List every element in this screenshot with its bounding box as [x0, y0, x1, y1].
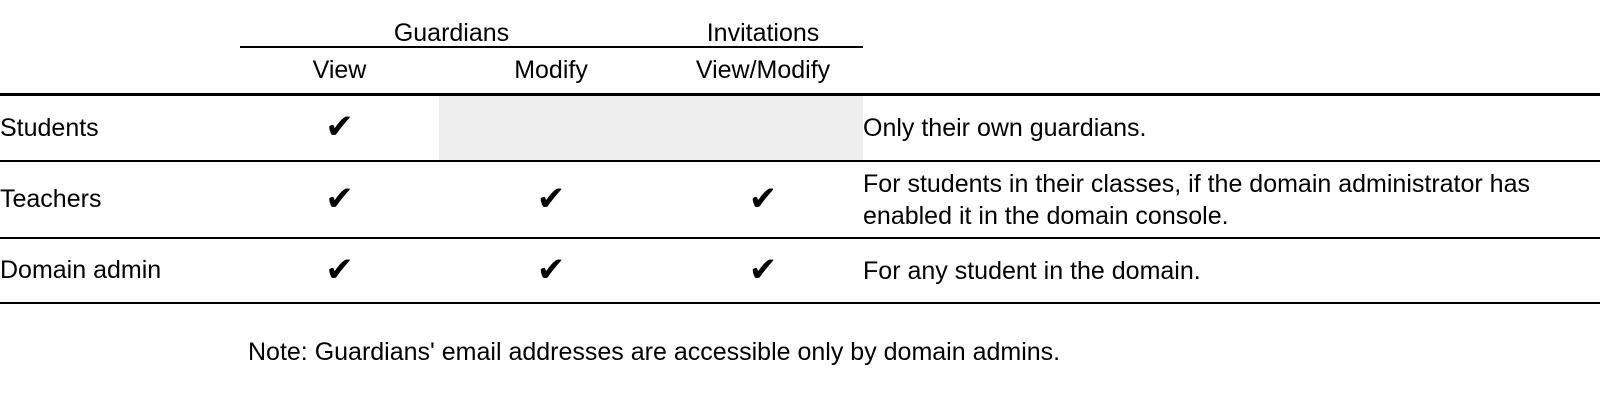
table-row-students: Students ✔ Only their own guardians. — [0, 94, 1600, 162]
check-mark-icon: ✔ — [748, 249, 778, 290]
sub-header-spacer-right — [863, 47, 1600, 96]
row-label-domain-admin: Domain admin — [0, 238, 240, 304]
cell-students-guardians-modify-disabled — [439, 94, 664, 162]
cell-domain-admin-guardians-modify: ✔ — [439, 238, 664, 304]
check-mark-icon: ✔ — [325, 107, 354, 147]
table-footnote: Note: Guardians' email addresses are acc… — [248, 338, 1061, 366]
cell-students-guardians-view: ✔ — [240, 94, 439, 162]
table-row-domain-admin: Domain admin ✔ ✔ ✔ For any student in th… — [0, 238, 1600, 304]
check-mark-icon: ✔ — [536, 249, 566, 290]
group-header-spacer-right — [863, 0, 1600, 47]
sub-header-modify: Modify — [439, 47, 664, 96]
cell-domain-admin-guardians-view: ✔ — [240, 238, 439, 304]
row-label-teachers: Teachers — [0, 161, 240, 239]
cell-teachers-note: For students in their classes, if the do… — [863, 161, 1600, 239]
cell-domain-admin-invitations: ✔ — [663, 238, 864, 304]
check-mark-icon: ✔ — [536, 178, 566, 219]
check-mark-icon: ✔ — [325, 249, 354, 290]
group-header-spacer-left — [0, 0, 240, 47]
cell-teachers-guardians-view: ✔ — [240, 161, 439, 239]
cell-students-invitations-disabled — [663, 94, 864, 162]
sub-header-view: View — [240, 47, 439, 96]
sub-header-row: View Modify View/Modify — [0, 47, 1600, 96]
cell-teachers-guardians-modify: ✔ — [439, 161, 664, 239]
table-row-teachers: Teachers ✔ ✔ ✔ For students in their cla… — [0, 161, 1600, 239]
check-mark-icon: ✔ — [325, 178, 354, 219]
row-label-students: Students — [0, 94, 240, 162]
cell-domain-admin-note: For any student in the domain. — [863, 238, 1600, 304]
sub-header-spacer-left — [0, 47, 240, 96]
group-header-guardians: Guardians — [240, 0, 664, 48]
sub-header-view-modify: View/Modify — [663, 47, 864, 96]
check-mark-icon: ✔ — [748, 178, 778, 219]
group-header-row: Guardians Invitations — [0, 0, 1600, 48]
guardian-permissions-table: Guardians Invitations View Modify View/M… — [0, 0, 1600, 304]
cell-students-note: Only their own guardians. — [863, 94, 1600, 162]
group-header-invitations: Invitations — [663, 0, 864, 48]
cell-teachers-invitations: ✔ — [663, 161, 864, 239]
